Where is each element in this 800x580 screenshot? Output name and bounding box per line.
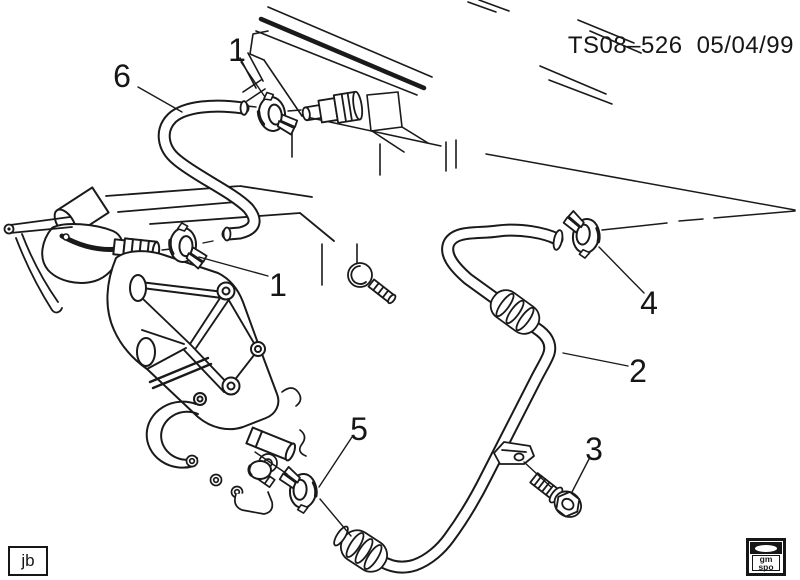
- gm-logo-line1: gm: [759, 554, 773, 564]
- gm-spo-text: gm spo: [752, 555, 780, 571]
- quick-connect-fitting: [301, 90, 364, 124]
- engine-outlet-nipple: [245, 426, 297, 462]
- gm-spo-logo: gm spo: [746, 538, 786, 576]
- bracket-bosses: [193, 281, 266, 406]
- callout-label-4: 4: [640, 285, 658, 321]
- mounting-bracket-tab: [493, 441, 535, 465]
- hose-clamp-5: [275, 464, 320, 516]
- gm-logo-oval-icon: [755, 544, 777, 552]
- gm-logo-band: [750, 542, 782, 554]
- callouts: 1 1 2 3 4 5 6: [113, 32, 658, 467]
- callout-leaders: [137, 61, 645, 537]
- hose-clamp-4: [557, 208, 604, 262]
- hose-clamp-1-upper: [254, 87, 301, 141]
- heater-hose-2: [333, 223, 564, 574]
- gm-logo-line2: spo: [758, 562, 774, 572]
- callout-label-1-upper: 1: [228, 32, 246, 68]
- heater-hose-6: [157, 99, 261, 242]
- hatch-marks: [239, 0, 642, 105]
- callout-label-3: 3: [585, 431, 603, 467]
- bolt-3: [529, 472, 582, 518]
- panel-ticks: [291, 125, 457, 286]
- hose-sleeve-mid: [489, 289, 541, 335]
- doc-date: 05/04/99: [696, 32, 794, 59]
- screw-and-clip: [347, 262, 397, 305]
- callout-label-5: 5: [350, 411, 368, 447]
- drafter-initials-box: jb: [8, 546, 48, 576]
- cowl-panel: [239, 0, 642, 286]
- engine-assembly: [3, 185, 335, 515]
- callout-label-2: 2: [629, 353, 647, 389]
- callout-label-6: 6: [113, 58, 131, 94]
- callout-label-1-lower: 1: [269, 267, 287, 303]
- hose-sleeve-lower: [333, 525, 388, 573]
- drafter-initials: jb: [21, 551, 35, 570]
